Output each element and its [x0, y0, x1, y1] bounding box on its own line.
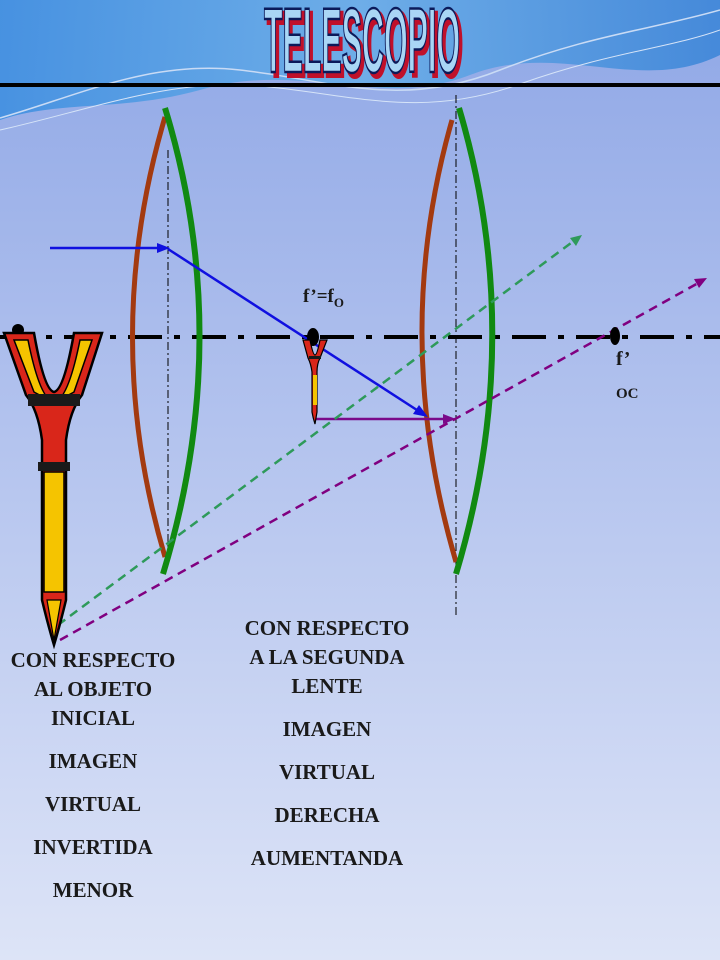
focal-label-objective: f’=fO — [303, 286, 344, 311]
ray-refracted — [167, 247, 428, 417]
notes-item: MENOR — [52, 878, 134, 902]
notes-heading-line: AL OBJETO — [33, 677, 153, 701]
header-wave-line — [0, 29, 720, 131]
focal-label-main: f’=f — [303, 286, 334, 307]
eiffel-tower-image-icon — [302, 339, 328, 425]
page-title: TELESCOPIO TELESCOPIO — [263, 0, 465, 84]
lens2-front-arc — [453, 107, 496, 575]
notes-heading-line: A LA SEGUNDA — [249, 645, 405, 669]
lens1-front-arc — [160, 107, 203, 575]
focal-label-eyepiece-top: f’ — [616, 348, 631, 370]
notes-item: DERECHA — [274, 803, 380, 827]
focal-point-eyepiece — [610, 327, 620, 345]
ray-purple-dashed — [59, 278, 707, 642]
header-wave — [0, 0, 720, 120]
eiffel-tower-object-icon — [2, 324, 104, 650]
notes-heading-line: LENTE — [291, 674, 363, 698]
notes-item: AUMENTANDA — [250, 846, 404, 870]
page-title-text: TELESCOPIO — [264, 0, 460, 84]
notes-item: VIRTUAL — [278, 760, 376, 784]
notes-item: VIRTUAL — [44, 792, 142, 816]
notes-second-lens: CON RESPECTO A LA SEGUNDA LENTE IMAGEN V… — [228, 614, 426, 873]
notes-heading-line: CON RESPECTO — [10, 648, 176, 672]
notes-item: IMAGEN — [282, 717, 372, 741]
notes-heading-line: INICIAL — [50, 706, 136, 730]
notes-item: INVERTIDA — [33, 835, 153, 859]
focal-label-eyepiece-bottom: OC — [616, 386, 639, 402]
page-title-shadow: TELESCOPIO — [267, 0, 463, 84]
lens2-back-arc — [419, 119, 459, 563]
notes-heading-line: CON RESPECTO — [244, 616, 410, 640]
focal-label-subscript: O — [333, 294, 344, 310]
header-wave-line — [0, 9, 720, 119]
notes-item: IMAGEN — [48, 749, 138, 773]
notes-initial-object: CON RESPECTO AL OBJETO INICIAL IMAGEN VI… — [0, 646, 186, 905]
ray-incident — [50, 243, 170, 253]
lens1-back-arc — [130, 116, 168, 558]
ray-green-dashed — [57, 235, 582, 627]
ray-image-parallel — [315, 414, 456, 424]
